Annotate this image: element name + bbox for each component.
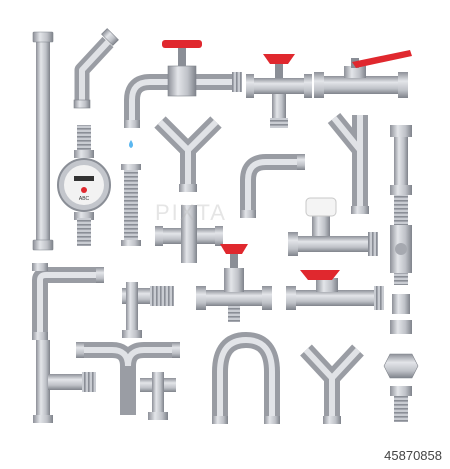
- angled-pipe: [73, 28, 119, 109]
- valve-tee: [246, 54, 312, 128]
- y-fitting-lower: [300, 344, 364, 424]
- meter-label: ABC: [79, 196, 90, 202]
- hex-nut: [390, 320, 412, 334]
- hex-bolt: [383, 353, 419, 422]
- water-meter: ABC: [57, 125, 111, 246]
- vertical-coupling: [390, 125, 412, 205]
- u-bend: [212, 331, 280, 424]
- y-branch-right: [327, 112, 369, 214]
- water-drop-icon: [129, 140, 133, 148]
- tee-lower-left: [33, 340, 96, 423]
- curved-tee: [76, 342, 180, 415]
- vertical-valve: [390, 205, 412, 285]
- thermostatic-valve: [288, 197, 378, 256]
- cross-fitting: [155, 205, 223, 263]
- l-elbow-left: [32, 263, 104, 340]
- elbow-pipe: [240, 154, 305, 218]
- tee-threaded: [122, 282, 174, 338]
- gate-valve: [196, 244, 272, 322]
- y-fitting-upper: [154, 116, 222, 192]
- ball-valve: [314, 50, 412, 98]
- watermark-text: PIXTA: [155, 200, 227, 225]
- threaded-rod: [121, 164, 141, 246]
- stock-id: 45870858: [384, 448, 442, 463]
- faucet-spout: [124, 40, 242, 148]
- small-tee: [140, 372, 176, 420]
- ball-valve-lower: [286, 270, 384, 310]
- coupling-nut: [392, 294, 410, 314]
- straight-pipe-vertical: [32, 31, 54, 251]
